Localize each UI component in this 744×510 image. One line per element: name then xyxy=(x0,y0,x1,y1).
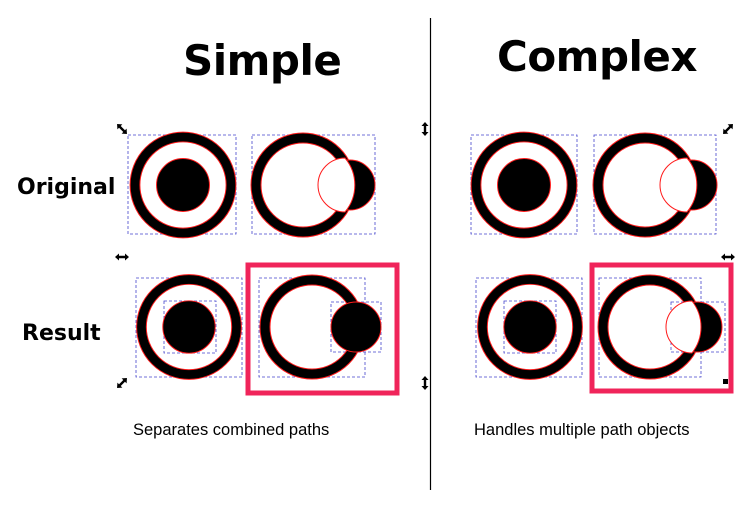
scale-arrow-icon[interactable] xyxy=(721,122,736,137)
rotate-handle-icon[interactable] xyxy=(723,379,728,384)
scale-arrow-icon[interactable] xyxy=(115,253,129,261)
scale-arrow-icon[interactable] xyxy=(421,376,429,390)
simple-original-venn xyxy=(250,132,376,238)
complex-result-highlight xyxy=(589,262,734,394)
complex-caption: Handles multiple path objects xyxy=(474,421,690,439)
complex-original-ring xyxy=(470,131,578,239)
scale-arrow-icon[interactable] xyxy=(721,253,735,261)
simple-caption: Separates combined paths xyxy=(133,421,330,439)
simple-title: Simple xyxy=(183,36,342,85)
complex-result-venn xyxy=(597,274,726,380)
scale-arrow-icon[interactable] xyxy=(421,122,429,136)
simple-result-ring xyxy=(135,274,243,380)
simple-result-highlight xyxy=(245,262,400,396)
complex-original-venn xyxy=(592,132,718,238)
simple-original-ring xyxy=(127,131,237,239)
complex-result-ring xyxy=(475,274,583,380)
row-label-original: Original xyxy=(17,175,116,200)
row-label-result: Result xyxy=(22,321,101,346)
scale-arrow-icon[interactable] xyxy=(115,376,130,391)
complex-title: Complex xyxy=(497,32,697,81)
scale-arrow-icon[interactable] xyxy=(115,122,130,137)
simple-result-venn xyxy=(258,274,382,380)
